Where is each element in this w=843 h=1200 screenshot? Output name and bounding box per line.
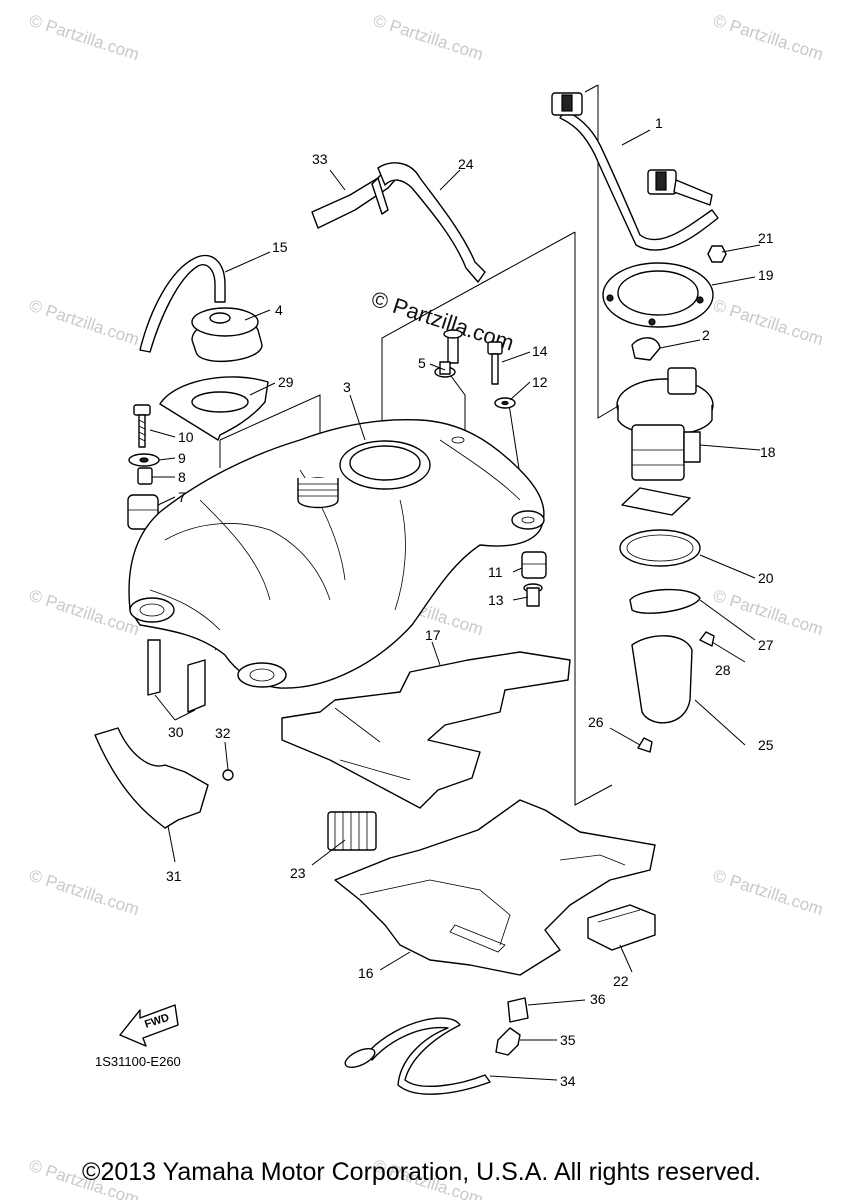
callout-18: 18 [760,444,776,460]
diagram-code: 1S31100-E260 [95,1054,181,1069]
callout-3: 3 [343,379,351,395]
wire-harness-part-1 [551,92,719,251]
rectifier-part-23 [327,811,377,851]
callout-31: 31 [166,868,182,884]
sheet-part-17 [281,651,571,809]
callout-14: 14 [532,343,548,359]
watermark: © Partzilla.com [27,296,142,349]
tray-part-16 [334,799,656,976]
callout-33: 33 [312,151,328,167]
callout-29: 29 [278,374,294,390]
watermark: © Partzilla.com [711,866,826,919]
callout-labels: 1 21 19 2 18 20 27 28 25 26 24 33 15 4 2… [166,115,776,1089]
watermark: © Partzilla.com [27,866,142,919]
callout-11: 11 [488,564,503,580]
watermark: © Partzilla.com [711,11,826,64]
drain-parts-34-36 [344,997,529,1095]
callout-27: 27 [758,637,774,653]
callout-30: 30 [168,724,184,740]
callout-24: 24 [458,156,474,172]
callout-22: 22 [613,973,629,989]
callout-19: 19 [758,267,774,283]
callout-20: 20 [758,570,774,586]
callout-2: 2 [702,327,710,343]
callout-16: 16 [358,965,374,981]
callout-15: 15 [272,239,288,255]
callout-10: 10 [178,429,194,445]
copyright-notice: ©2013 Yamaha Motor Corporation, U.S.A. A… [82,1158,761,1186]
watermark: © Partzilla.com [711,586,826,639]
watermark: © Partzilla.com [711,296,826,349]
guard-part-31 [94,727,234,829]
callout-1: 1 [655,115,663,131]
fuel-cap-part-4 [191,307,263,363]
bolts-parts-5-12-14 [434,329,516,409]
breather-hose-part-24-33 [311,162,486,283]
callout-12: 12 [532,374,548,390]
leader-lines [149,129,761,1081]
callout-32: 32 [215,725,231,741]
bolt-stack-parts-7-10 [127,404,160,530]
grommets-parts-11-13 [521,551,547,607]
callout-5: 5 [418,355,426,371]
callout-26: 26 [588,714,604,730]
relay-part-22 [587,904,656,951]
callout-17: 17 [425,627,441,643]
forward-arrow-icon: FWD [119,1004,179,1047]
callout-21: 21 [758,230,774,246]
callout-13: 13 [488,592,504,608]
callout-35: 35 [560,1032,576,1048]
fuel-pump-assembly [602,245,727,753]
callout-4: 4 [275,302,283,318]
pads-part-30 [147,639,206,713]
pad-part-29 [159,376,269,441]
callout-7: 7 [178,489,186,505]
callout-28: 28 [715,662,731,678]
watermark: © Partzilla.com [27,586,142,639]
watermark: © Partzilla.com [371,11,486,64]
callout-8: 8 [178,469,186,485]
callout-23: 23 [290,865,306,881]
fuel-tank-part-3 [128,418,545,689]
callout-36: 36 [590,991,606,1007]
watermark: © Partzilla.com [27,11,142,64]
callout-25: 25 [758,737,774,753]
hose-part-15 [139,254,226,353]
callout-34: 34 [560,1073,576,1089]
callout-9: 9 [178,450,186,466]
